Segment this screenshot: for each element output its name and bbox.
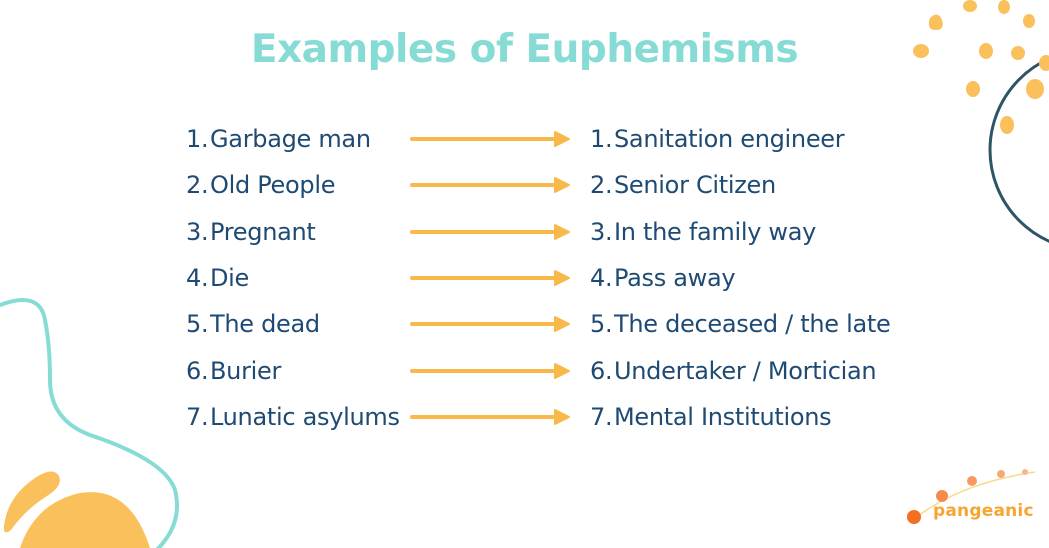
item-number: 7. bbox=[590, 403, 613, 431]
item-number: 1. bbox=[590, 125, 613, 153]
original-term: 5.The dead bbox=[186, 304, 320, 344]
euphemism-term: 6.Undertaker / Mortician bbox=[590, 351, 877, 391]
euphemism-row: 7.Lunatic asylums 7.Mental Institutions bbox=[0, 397, 1049, 437]
page-title: Examples of Euphemisms bbox=[250, 27, 799, 72]
term-label: Old People bbox=[210, 171, 336, 199]
euphemism-label: Undertaker / Mortician bbox=[614, 357, 877, 385]
euphemism-term: 3.In the family way bbox=[590, 212, 816, 252]
arrow-right-icon bbox=[410, 363, 570, 379]
euphemism-row: 5.The dead 5.The deceased / the late bbox=[0, 304, 1049, 344]
euphemism-label: The deceased / the late bbox=[614, 310, 891, 338]
euphemism-row: 1.Garbage man 1.Sanitation engineer bbox=[0, 119, 1049, 159]
yellow-blob-icon bbox=[3, 471, 150, 548]
original-term: 4.Die bbox=[186, 258, 249, 298]
term-label: The dead bbox=[210, 310, 320, 338]
item-number: 6. bbox=[186, 357, 209, 385]
term-label: Burier bbox=[210, 357, 282, 385]
term-label: Pregnant bbox=[210, 218, 316, 246]
arrow-right-icon bbox=[410, 177, 570, 193]
item-number: 5. bbox=[590, 310, 613, 338]
euphemism-term: 2.Senior Citizen bbox=[590, 165, 776, 205]
arrow-right-icon bbox=[410, 316, 570, 332]
euphemism-term: 1.Sanitation engineer bbox=[590, 119, 845, 159]
arrow-right-icon bbox=[410, 270, 570, 286]
logo-text: pangeanic bbox=[933, 501, 1034, 521]
euphemism-row: 3.Pregnant 3.In the family way bbox=[0, 212, 1049, 252]
euphemism-row: 2.Old People 2.Senior Citizen bbox=[0, 165, 1049, 205]
euphemism-term: 7.Mental Institutions bbox=[590, 397, 832, 437]
item-number: 3. bbox=[186, 218, 209, 246]
original-term: 3.Pregnant bbox=[186, 212, 316, 252]
original-term: 1.Garbage man bbox=[186, 119, 371, 159]
euphemism-row: 6.Burier 6.Undertaker / Mortician bbox=[0, 351, 1049, 391]
euphemism-row: 4.Die 4.Pass away bbox=[0, 258, 1049, 298]
euphemism-label: Sanitation engineer bbox=[614, 125, 845, 153]
euphemism-label: Senior Citizen bbox=[614, 171, 776, 199]
arrow-right-icon bbox=[410, 131, 570, 147]
euphemism-label: Mental Institutions bbox=[614, 403, 832, 431]
original-term: 7.Lunatic asylums bbox=[186, 397, 400, 437]
item-number: 7. bbox=[186, 403, 209, 431]
item-number: 4. bbox=[186, 264, 209, 292]
item-number: 5. bbox=[186, 310, 209, 338]
original-term: 2.Old People bbox=[186, 165, 335, 205]
arrow-right-icon bbox=[410, 409, 570, 425]
euphemism-label: In the family way bbox=[614, 218, 817, 246]
item-number: 2. bbox=[590, 171, 613, 199]
item-number: 3. bbox=[590, 218, 613, 246]
euphemism-label: Pass away bbox=[614, 264, 736, 292]
item-number: 4. bbox=[590, 264, 613, 292]
term-label: Die bbox=[210, 264, 250, 292]
item-number: 2. bbox=[186, 171, 209, 199]
euphemism-term: 5.The deceased / the late bbox=[590, 304, 891, 344]
dotted-arc-logo-icon bbox=[907, 469, 1036, 524]
arrow-right-icon bbox=[410, 224, 570, 240]
item-number: 6. bbox=[590, 357, 613, 385]
euphemism-term: 4.Pass away bbox=[590, 258, 736, 298]
item-number: 1. bbox=[186, 125, 209, 153]
term-label: Garbage man bbox=[210, 125, 371, 153]
term-label: Lunatic asylums bbox=[210, 403, 400, 431]
original-term: 6.Burier bbox=[186, 351, 281, 391]
